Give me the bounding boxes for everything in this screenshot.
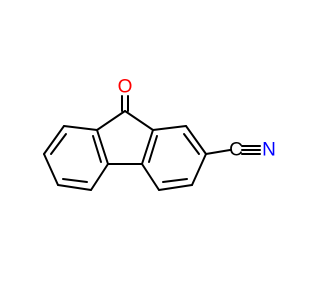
structure-canvas: O C N bbox=[43, 77, 276, 191]
right-ring-bond bbox=[185, 125, 207, 155]
left-ring-double-bond bbox=[50, 133, 67, 155]
left-ring-double-bond bbox=[92, 135, 102, 163]
right-ring-bond bbox=[152, 125, 187, 131]
right-ring-bond bbox=[141, 163, 160, 191]
left-ring-bond bbox=[90, 163, 109, 191]
left-ring-bond bbox=[43, 153, 59, 186]
right-ring-bond bbox=[191, 153, 207, 186]
ring-bond bbox=[96, 129, 109, 165]
left-ring-bond bbox=[63, 125, 98, 131]
left-ring-bond bbox=[57, 184, 92, 191]
ring-bond bbox=[96, 110, 126, 131]
left-ring-bond bbox=[43, 125, 65, 155]
nitrile-nitrogen-label: N bbox=[262, 140, 276, 161]
left-ring-double-bond bbox=[62, 178, 88, 183]
atom-labels: O C N bbox=[118, 77, 276, 161]
nitrile-carbon-label: C bbox=[229, 140, 243, 161]
oxygen-atom-label: O bbox=[118, 77, 133, 98]
bond-lines bbox=[43, 95, 261, 191]
molecule-diagram: O C N bbox=[43, 77, 276, 191]
right-ring-double-bond bbox=[183, 133, 200, 155]
ring-bond bbox=[141, 129, 154, 165]
ring-bond bbox=[124, 110, 154, 131]
right-ring-double-bond bbox=[162, 178, 188, 183]
right-ring-bond bbox=[158, 184, 193, 191]
right-ring-double-bond bbox=[148, 135, 158, 163]
ring-to-nitrile-bond bbox=[205, 149, 231, 155]
